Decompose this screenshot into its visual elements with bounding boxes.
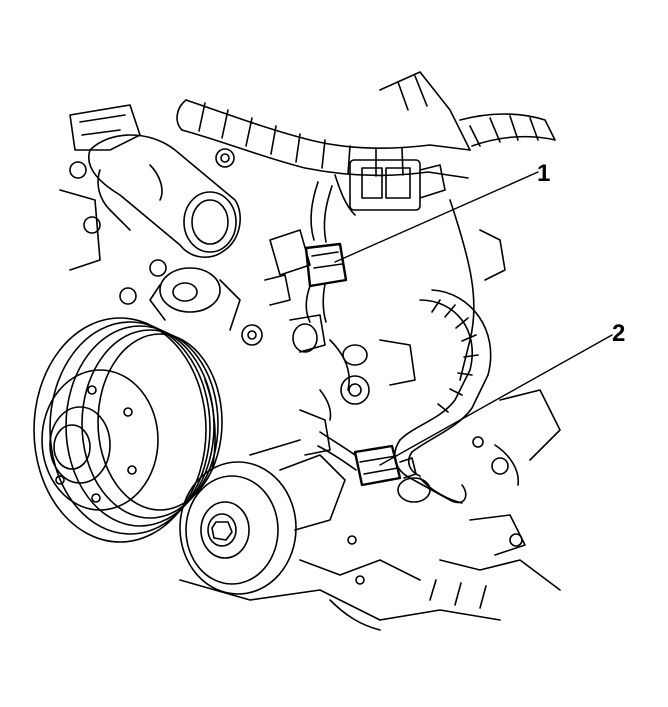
callout-label-1: 1	[537, 160, 551, 187]
leader-line-1	[334, 171, 539, 263]
tensioner-pulley	[179, 439, 346, 595]
upper-left-bracket	[59, 104, 141, 271]
lower-wiring-harness	[394, 289, 492, 504]
lower-engine-block	[179, 514, 561, 631]
timing-cover	[449, 199, 561, 486]
top-connector-block	[334, 159, 446, 216]
connector-2	[317, 431, 417, 487]
coolant-outlet	[88, 134, 241, 258]
callout-leaders	[334, 171, 613, 466]
callout-label-2: 2	[612, 320, 626, 347]
center-components	[264, 229, 416, 456]
upper-wiring-harness	[176, 71, 556, 179]
idler-stud	[119, 259, 263, 346]
leader-line-2	[379, 334, 613, 466]
main-pulley	[33, 317, 223, 543]
connector-1	[304, 181, 348, 323]
